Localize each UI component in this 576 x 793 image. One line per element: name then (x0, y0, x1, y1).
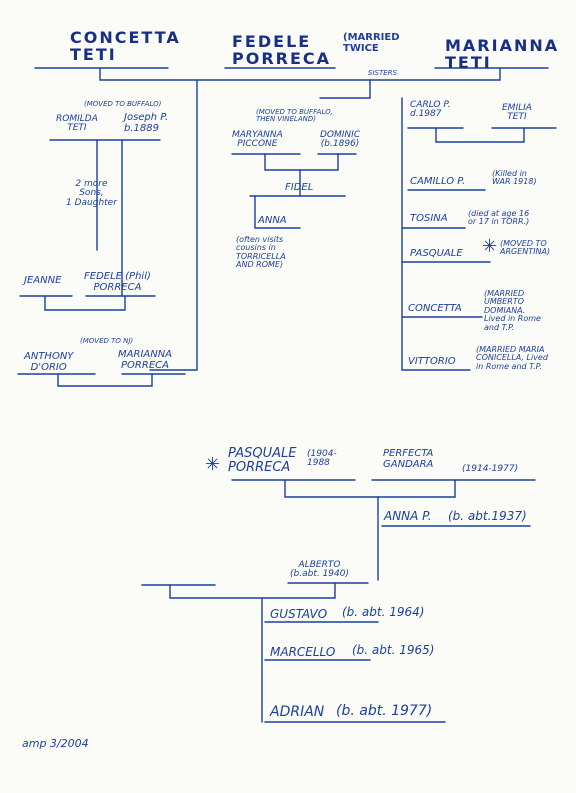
romilda-teti: ROMILDA TETI (56, 114, 98, 134)
fedele-porreca: FEDELE PORRECA (232, 32, 332, 68)
anthony-dorio: ANTHONY D'ORIO (24, 351, 74, 373)
adrian-birth: (b. abt. 1977) (336, 703, 433, 719)
tosina: TOSINA (410, 213, 448, 224)
line-second-marriage (274, 67, 501, 81)
line-couple (169, 582, 336, 599)
line-anthony-marianna (57, 373, 153, 387)
jeanne: JEANNE (24, 275, 62, 286)
concetta-right: CONCETTA (408, 303, 462, 314)
joseph-p: Joseph P. b.1889 (124, 112, 169, 134)
vittorio-note: (MARRIED MARIA CONICELLA, Lived in Rome … (476, 345, 548, 371)
anna-note: (often visits cousins in TORRICELLA AND … (236, 235, 286, 270)
moved-buffalo-vineland-note: (MOVED TO BUFFALO, THEN VINELAND) (256, 108, 333, 124)
pasquale-porreca: PASQUALE PORRECA (228, 446, 297, 475)
moved-nj-note: (MOVED TO NJ) (80, 337, 134, 345)
marianna-porreca-left: MARIANNA PORRECA (118, 349, 173, 371)
vittorio: VITTORIO (408, 356, 456, 367)
anna-p-birth: (b. abt.1937) (448, 509, 527, 523)
emilia-teti: EMILIA TETI (502, 103, 532, 123)
star-icon: ✳ (482, 236, 498, 257)
pasquale-right: PASQUALE (410, 248, 463, 259)
carlo-p: CARLO P. d.1987 (410, 100, 451, 120)
drop-first-family (149, 79, 198, 371)
dominic: DOMINIC (b.1896) (320, 130, 361, 150)
moved-buffalo-note: (MOVED TO BUFFALO) (84, 100, 162, 108)
alberto: ALBERTO (b.abt. 1940) (290, 560, 349, 580)
line-maryanna-dominic (264, 153, 339, 171)
line-anna-drop (254, 195, 301, 229)
adrian: ADRIAN (270, 704, 325, 720)
camillo-p: CAMILLO P. (410, 176, 466, 187)
concetta-teti: CONCETTA TETI (70, 28, 181, 64)
tosina-note: (died at age 16 or 17 in TORR.) (468, 209, 530, 227)
line-jeanne-fedele (44, 295, 126, 311)
concetta-note: (MARRIED UMBERTO DOMIANA. Lived in Rome … (484, 289, 541, 332)
married-twice-note: (MARRIED TWICE (343, 32, 400, 54)
signature: amp 3/2004 (22, 737, 89, 750)
gustavo-birth: (b. abt. 1964) (342, 605, 425, 619)
line-carlo-emilia (435, 127, 525, 143)
line-first-marriage (99, 67, 276, 81)
perfecta-gandara: PERFECTA GANDARA (383, 448, 434, 470)
fedele-phil-porreca: FEDELE (Phil) PORRECA (84, 271, 151, 293)
star-icon: ✳ (205, 454, 221, 475)
pasquale-dates: (1904- 1988 (307, 449, 337, 469)
maryanna-piccone: MARYANNA PICCONE (232, 130, 283, 150)
gustavo: GUSTAVO (270, 607, 328, 621)
camillo-note: (Killed in WAR 1918) (492, 169, 537, 187)
more-sons-note: 2 more Sons, 1 Daughter (66, 179, 117, 208)
marianna-teti: MARIANNA TETI (445, 36, 560, 72)
anna-p: ANNA P. (384, 509, 432, 523)
sisters-note: SISTERS (368, 69, 397, 77)
marcello: MARCELLO (270, 645, 336, 659)
pasquale-note: (MOVED TO ARGENTINA) (500, 239, 551, 257)
anna: ANNA (258, 215, 287, 226)
perfecta-dates: (1914-1977) (462, 464, 519, 474)
marcello-birth: (b. abt. 1965) (352, 643, 435, 657)
line-pasquale-perfecta (284, 479, 456, 498)
drop-second-family (319, 79, 371, 99)
fidel: FIDEL (285, 182, 314, 193)
